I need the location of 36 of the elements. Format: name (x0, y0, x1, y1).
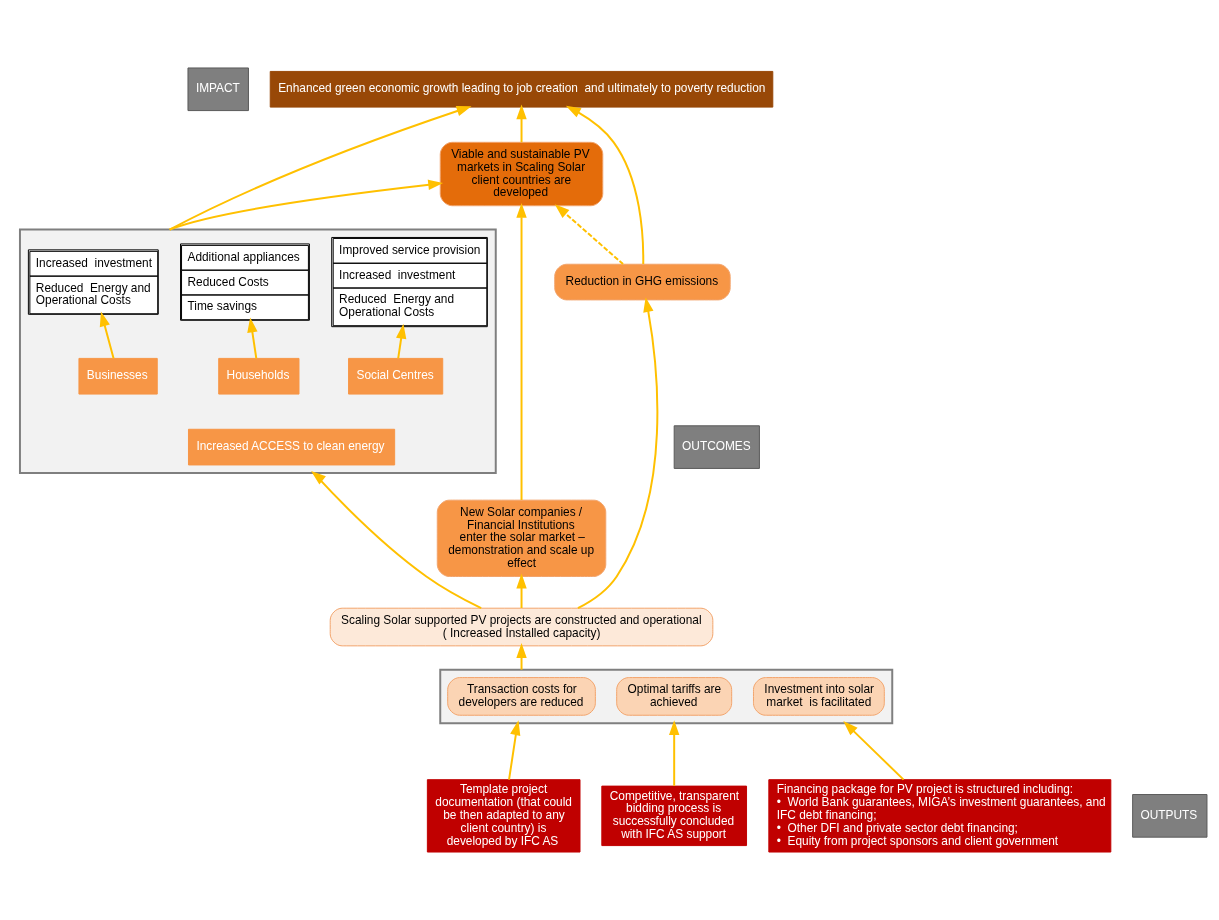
node-box: Optimal tariffs are achieved (616, 677, 733, 716)
arrow (99, 311, 115, 360)
arrow (247, 317, 258, 360)
node-box: OUTPUTS (1132, 794, 1208, 838)
node-box: Investment into solar market is facilitated (753, 677, 885, 716)
arrow (396, 323, 407, 360)
arrow (516, 202, 527, 501)
cluster (18, 228, 497, 474)
node-box: Social Centres (348, 357, 444, 395)
cluster (439, 668, 894, 725)
arrow (843, 721, 905, 781)
arrow (576, 297, 659, 610)
node-box: Financing package for PV project is structured including: • World Bank guarantees, MIGA’s investment guarantees, and IFC debt financing; • Other DFI and private sector debt financing; • Equity from project sponsors and client government (768, 779, 1112, 853)
node-box: New Solar companies / Financial Institutions enter the solar market – demonstration and scale up effect (436, 499, 607, 577)
node-box: Competitive, transparent bidding process is successfully concluded with IFC AS support (601, 785, 748, 847)
arrow (508, 720, 521, 781)
node-box: Businesses (78, 357, 158, 395)
arrow (516, 573, 527, 610)
arrow (565, 105, 645, 265)
node-box: IMPACT (187, 67, 249, 112)
node-box: Scaling Solar supported PV projects are constructed and operational ( Increased Installed capacity) (329, 607, 714, 647)
arrow (168, 179, 444, 231)
arrow (516, 104, 527, 144)
node-box: Increased ACCESS to clean energy (187, 428, 396, 466)
node-box: Reduction in GHG emissions (554, 263, 731, 301)
node-box: Enhanced green economic growth leading to job creation and ultimately to poverty reduction (269, 70, 774, 108)
arrow (168, 106, 472, 231)
arrow (554, 204, 624, 266)
arrow (311, 471, 483, 610)
arrow (668, 720, 680, 787)
node-box: Households (218, 357, 300, 395)
arrow (516, 643, 527, 671)
node-box: Transaction costs for developers are reduced (447, 677, 596, 716)
node-box: Viable and sustainable PV markets in Scaling Solar client countries are developed (439, 141, 604, 207)
node-box: OUTCOMES (673, 425, 760, 469)
node-box: Template project documentation (that could be then adapted to any client country) is developed by IFC AS (426, 779, 581, 853)
